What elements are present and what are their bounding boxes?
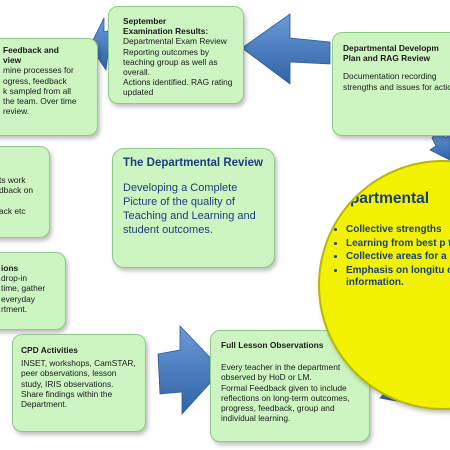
full-lesson-body: Every teacher in the department observed… [221,362,350,424]
circle-bullet: Collective areas for a [346,251,450,264]
cpd-title: CPD Activities [21,345,78,355]
september-box: September Examination Results: Departmen… [108,6,244,104]
arrow-devplan-to-september [241,13,331,85]
feedback-box: Feedback and view mine processes for ogr… [0,38,98,136]
circle-bullet-list: Collective strengths Learning from best … [328,224,450,291]
central-review-box: The Departmental Review Developing a Com… [112,148,275,268]
arrow-devplan-to-circle [429,129,450,161]
circle-bullet: Emphasis on longitu overview from all so… [346,265,450,290]
central-review-text: Developing a Complete Picture of the qua… [123,182,256,236]
circle-title: Departmental [330,190,430,207]
dev-plan-title: Departmental Developm Plan and RAG Revie… [343,43,439,64]
dev-plan-box: Departmental Developm Plan and RAG Revie… [332,32,450,136]
circle-bullet: Collective strengths [346,224,450,237]
september-body: Departmental Exam Review Reporting outco… [123,36,233,98]
observations-box: ions drop-in time, gather everyday rtmen… [0,252,66,330]
work-body: ts work dback on ack etc [0,175,33,216]
feedback-title: Feedback and view [3,45,59,66]
work-box: ts work dback on ack etc [0,146,50,238]
observations-title: ions [1,263,19,273]
september-title: September Examination Results: [123,16,209,37]
central-review-title: The Departmental Review [123,157,263,169]
circle-bullet: Learning from best p the team. [346,238,450,251]
arrow-cpd-to-fulllesson [157,325,223,416]
dev-plan-body: Documentation recording strengths and is… [343,71,450,92]
full-lesson-title: Full Lesson Observations [221,340,324,350]
observations-body: drop-in time, gather everyday rtment. [1,273,46,314]
cpd-body: INSET, workshops, CamSTAR, peer observat… [21,358,136,410]
cpd-box: CPD Activities INSET, workshops, CamSTAR… [12,334,146,432]
feedback-body: mine processes for ogress, feedback k sa… [3,65,77,117]
